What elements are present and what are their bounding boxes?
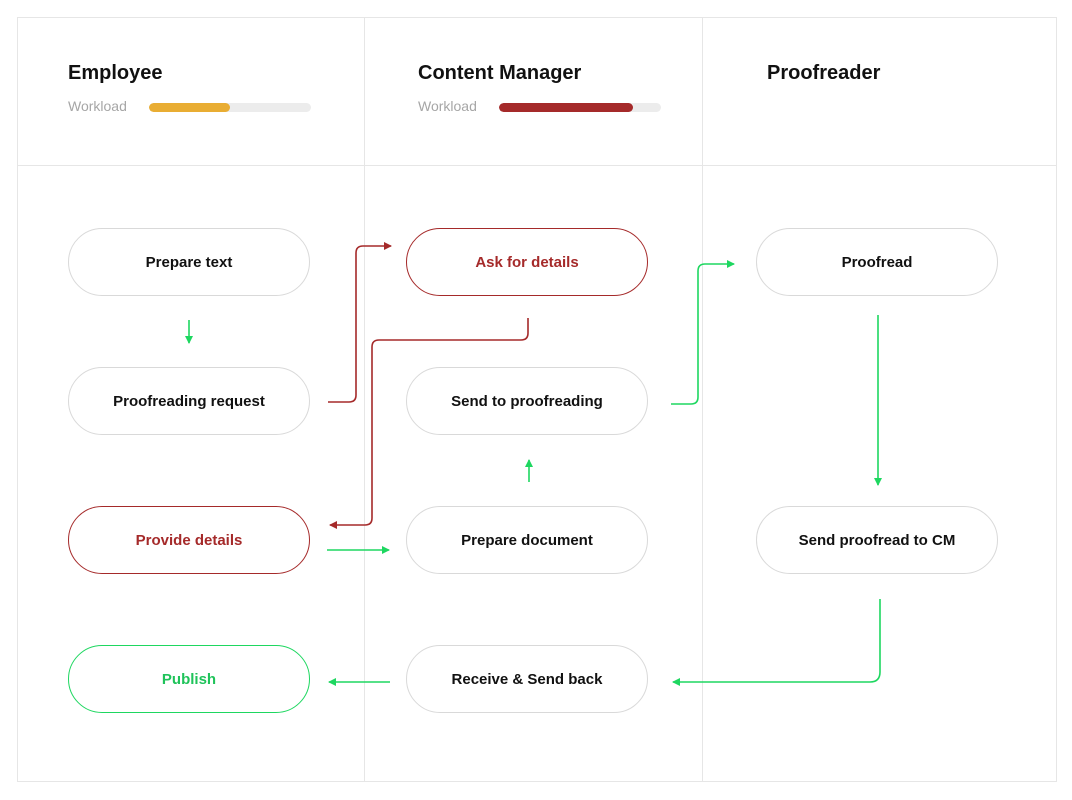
workload-label: Workload xyxy=(68,98,127,114)
workload-bar-fill xyxy=(499,103,634,112)
lane-title-employee: Employee xyxy=(68,62,163,84)
lane-title-content-manager: Content Manager xyxy=(418,62,582,84)
flow-arrow-send-cm-to-receive xyxy=(672,599,881,686)
swimlane-board xyxy=(17,17,1057,782)
flow-arrow-ask-to-provide xyxy=(329,318,529,529)
workload-bar-track xyxy=(499,103,661,112)
node-publish[interactable]: Publish xyxy=(68,645,310,713)
workload-label: Workload xyxy=(418,98,477,114)
lane-divider xyxy=(702,17,703,782)
node-proofread[interactable]: Proofread xyxy=(756,228,998,296)
node-provide-details[interactable]: Provide details xyxy=(68,506,310,574)
lane-title-proofreader: Proofreader xyxy=(767,62,881,84)
flow-arrow-request-to-ask xyxy=(328,242,392,403)
header-divider xyxy=(17,165,1057,166)
node-receive-send-back[interactable]: Receive & Send back xyxy=(406,645,648,713)
node-prepare-document[interactable]: Prepare document xyxy=(406,506,648,574)
flow-arrow-send-to-proofread xyxy=(671,260,735,405)
node-send-to-proofreading[interactable]: Send to proofreading xyxy=(406,367,648,435)
node-ask-for-details[interactable]: Ask for details xyxy=(406,228,648,296)
node-prepare-text[interactable]: Prepare text xyxy=(68,228,310,296)
lane-divider xyxy=(364,17,365,782)
workload-bar-track xyxy=(149,103,311,112)
workload-bar-fill xyxy=(149,103,230,112)
node-proofreading-request[interactable]: Proofreading request xyxy=(68,367,310,435)
node-send-proofread-to-cm[interactable]: Send proofread to CM xyxy=(756,506,998,574)
